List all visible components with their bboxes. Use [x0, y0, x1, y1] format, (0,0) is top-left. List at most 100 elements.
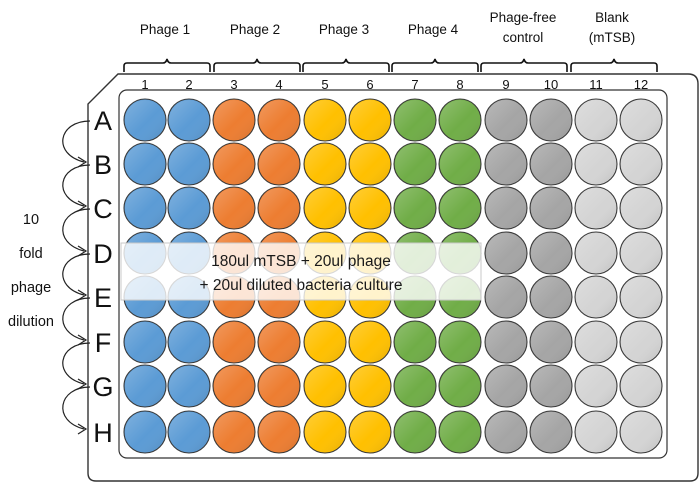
well-shading	[169, 412, 209, 452]
well-shading	[531, 412, 571, 452]
dilution-arrow-f-to-g	[62, 342, 91, 385]
well-shading	[259, 366, 299, 406]
well-shading	[440, 322, 480, 362]
well-shading	[169, 322, 209, 362]
dilution-arrows	[62, 120, 91, 435]
well-shading	[214, 412, 254, 452]
annotation-line-2: + 20ul diluted bacteria culture	[200, 277, 403, 294]
well-shading	[440, 188, 480, 228]
side-label-line-1: 10	[23, 212, 39, 228]
well-shading	[395, 366, 435, 406]
well-shading	[486, 412, 526, 452]
group-label-phage-1: Phage 1	[140, 22, 190, 37]
well-shading	[350, 144, 390, 184]
well-shading	[440, 412, 480, 452]
well-shading	[395, 188, 435, 228]
well-shading	[621, 412, 661, 452]
group-label-blank-line-1: Blank	[595, 10, 629, 25]
well-shading	[486, 366, 526, 406]
well-shading	[169, 366, 209, 406]
side-label-line-3: phage	[11, 280, 51, 296]
well-shading	[621, 100, 661, 140]
well-shading	[259, 412, 299, 452]
well-shading	[350, 366, 390, 406]
row-letter-e: E	[94, 283, 112, 313]
well-shading	[576, 277, 616, 317]
well-shading	[305, 366, 345, 406]
dilution-arrow-g-to-h-head	[77, 423, 88, 435]
row-letter-a: A	[94, 106, 112, 136]
column-number-3: 3	[230, 77, 237, 92]
well-shading	[621, 233, 661, 273]
well-shading	[621, 366, 661, 406]
group-label-blank-line-2: (mTSB)	[589, 30, 636, 45]
row-letter-d: D	[93, 239, 113, 269]
dilution-arrow-g-to-h	[62, 386, 91, 430]
well-shading	[259, 100, 299, 140]
well-shading	[486, 233, 526, 273]
well-shading	[125, 412, 165, 452]
well-shading	[531, 100, 571, 140]
row-letter-g: G	[92, 372, 113, 402]
well-shading	[214, 100, 254, 140]
bracket-phage-free-control	[480, 58, 568, 72]
well-shading	[576, 188, 616, 228]
well-shading	[259, 188, 299, 228]
well-shading	[125, 144, 165, 184]
annotation-line-1: 180ul mTSB + 20ul phage	[211, 253, 391, 270]
dilution-arrow-c-to-d	[62, 208, 91, 252]
bracket-phage-2	[213, 58, 301, 72]
well-shading	[259, 144, 299, 184]
well-shading	[169, 188, 209, 228]
well-shading	[395, 144, 435, 184]
column-number-1: 1	[141, 77, 148, 92]
well-shading	[531, 322, 571, 362]
group-label-phage-3: Phage 3	[319, 22, 369, 37]
well-shading	[531, 233, 571, 273]
well-shading	[350, 322, 390, 362]
dilution-arrow-d-to-e	[62, 253, 91, 296]
well-shading	[214, 322, 254, 362]
well-shading	[125, 100, 165, 140]
bracket-phage-4	[391, 58, 479, 72]
column-number-6: 6	[366, 77, 373, 92]
row-letter-b: B	[94, 150, 112, 180]
well-shading	[305, 322, 345, 362]
well-shading	[486, 100, 526, 140]
well-shading	[576, 100, 616, 140]
row-letter-c: C	[93, 194, 113, 224]
well-shading	[214, 144, 254, 184]
dilution-arrow-c-to-d-head	[77, 245, 88, 257]
group-label-control-line-2: control	[503, 30, 544, 45]
well-shading	[125, 322, 165, 362]
dilution-arrow-a-to-b	[62, 120, 91, 163]
well-shading	[214, 366, 254, 406]
column-numbers: 1 2 3 4 5 6 7 8 9 10 11 12	[141, 77, 648, 92]
side-label-line-2: fold	[19, 246, 42, 262]
well-shading	[350, 412, 390, 452]
well-shading	[395, 100, 435, 140]
column-number-10: 10	[544, 77, 558, 92]
well-shading	[576, 233, 616, 273]
well-shading	[576, 412, 616, 452]
well-shading	[350, 188, 390, 228]
well-shading	[531, 188, 571, 228]
column-number-9: 9	[502, 77, 509, 92]
row-letter-f: F	[95, 328, 112, 358]
well-shading	[350, 100, 390, 140]
bracket-phage-1	[123, 58, 211, 72]
group-label-phage-4: Phage 4	[408, 22, 459, 37]
group-label-phage-2: Phage 2	[230, 22, 280, 37]
row-letter-h: H	[93, 418, 113, 448]
well-shading	[169, 144, 209, 184]
group-label-control-line-1: Phage-free	[490, 10, 557, 25]
dilution-arrow-b-to-c-head	[77, 200, 88, 212]
well-shading	[486, 144, 526, 184]
well-shading	[621, 188, 661, 228]
well-shading	[305, 188, 345, 228]
side-label: 10 fold phage dilution	[8, 212, 54, 330]
column-number-7: 7	[411, 77, 418, 92]
column-number-11: 11	[589, 77, 603, 92]
dilution-arrow-d-to-e-head	[77, 289, 88, 301]
